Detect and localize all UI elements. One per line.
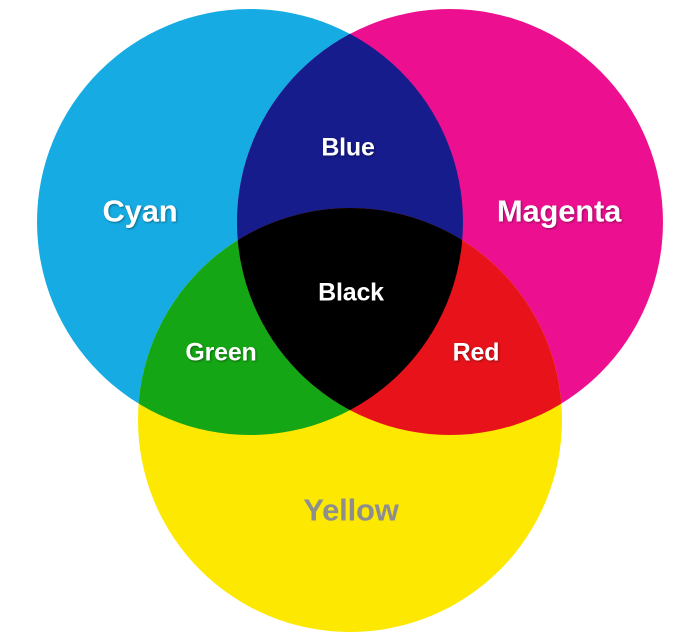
yellow-label: Yellow bbox=[303, 492, 399, 528]
green-label: Green bbox=[185, 338, 257, 367]
magenta-label: Magenta bbox=[496, 193, 622, 229]
cyan-label: Cyan bbox=[102, 193, 178, 229]
red-label: Red bbox=[452, 338, 500, 367]
blue-label: Blue bbox=[321, 133, 375, 162]
black-label: Black bbox=[318, 278, 384, 307]
